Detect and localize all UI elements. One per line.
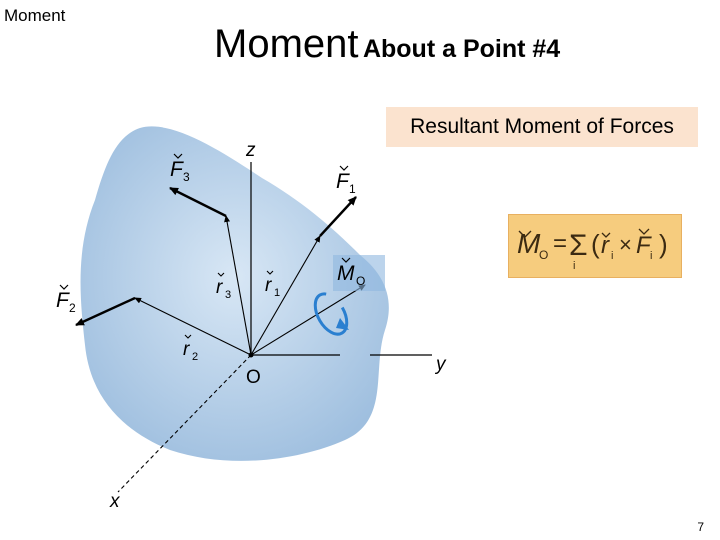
f2-label: F 2	[56, 284, 76, 315]
svg-text:3: 3	[225, 289, 231, 301]
title-sub: About a Point #4	[362, 35, 561, 63]
f3-label: F 3	[170, 153, 190, 184]
svg-text:F: F	[336, 170, 350, 193]
moment-curl	[313, 292, 349, 336]
formula-r-sub: i	[611, 250, 613, 262]
slide-title: Moment About a Point #4	[214, 22, 560, 67]
svg-text:1: 1	[274, 287, 280, 299]
origin-label: O	[246, 367, 261, 388]
svg-text:r: r	[265, 275, 272, 296]
mo-label-bg	[333, 255, 385, 291]
f1-vector	[319, 196, 357, 237]
mo-vector	[250, 284, 366, 356]
formula-paren-close: )	[659, 229, 668, 259]
formula-svg: M O = Σ i ( r i × F i )	[517, 228, 668, 272]
r2-label: r 2	[183, 334, 198, 363]
title-main: Moment	[214, 22, 359, 66]
svg-text:r: r	[216, 277, 223, 298]
mo-label: M O	[337, 257, 365, 288]
svg-text:2: 2	[192, 351, 198, 363]
resultant-moment-label: Resultant Moment of Forces	[386, 107, 698, 147]
r1-label: r 1	[265, 270, 280, 299]
svg-text:1: 1	[349, 182, 356, 196]
formula-f-sub: i	[650, 250, 652, 262]
r2-vector	[134, 297, 252, 356]
svg-text:O: O	[356, 274, 365, 288]
svg-text:F: F	[170, 158, 184, 181]
f1-label: F 1	[336, 165, 356, 196]
moment-curl-head	[336, 318, 349, 330]
formula-paren-open: (	[591, 229, 600, 259]
formula-equals: =	[553, 230, 567, 257]
r3-vector	[224, 215, 252, 356]
formula-box: M O = Σ i ( r i × F i )	[508, 214, 682, 278]
x-axis-label: x	[109, 491, 121, 512]
svg-text:2: 2	[69, 301, 76, 315]
x-axis-line	[117, 354, 252, 493]
y-axis-label: y	[434, 354, 447, 375]
svg-text:r: r	[183, 339, 190, 360]
formula-f: F	[636, 232, 652, 259]
z-axis-label: z	[245, 140, 256, 161]
formula-cross: ×	[619, 232, 632, 257]
corner-label: Moment	[4, 6, 66, 25]
r1-vector	[250, 235, 321, 356]
f2-vector	[75, 296, 136, 327]
origin-point	[248, 352, 254, 358]
formula-r: r	[601, 232, 610, 259]
r3-label: r 3	[216, 272, 231, 301]
svg-text:M: M	[337, 262, 355, 285]
formula-sum-sub: i	[573, 260, 575, 272]
page-number: 7	[697, 520, 704, 534]
rigid-body-shape	[80, 126, 389, 461]
svg-text:3: 3	[183, 170, 190, 184]
svg-text:F: F	[56, 289, 70, 312]
f3-vector	[169, 186, 227, 218]
formula-lhs-sub: O	[539, 248, 548, 262]
formula-sum: Σ	[569, 229, 588, 262]
